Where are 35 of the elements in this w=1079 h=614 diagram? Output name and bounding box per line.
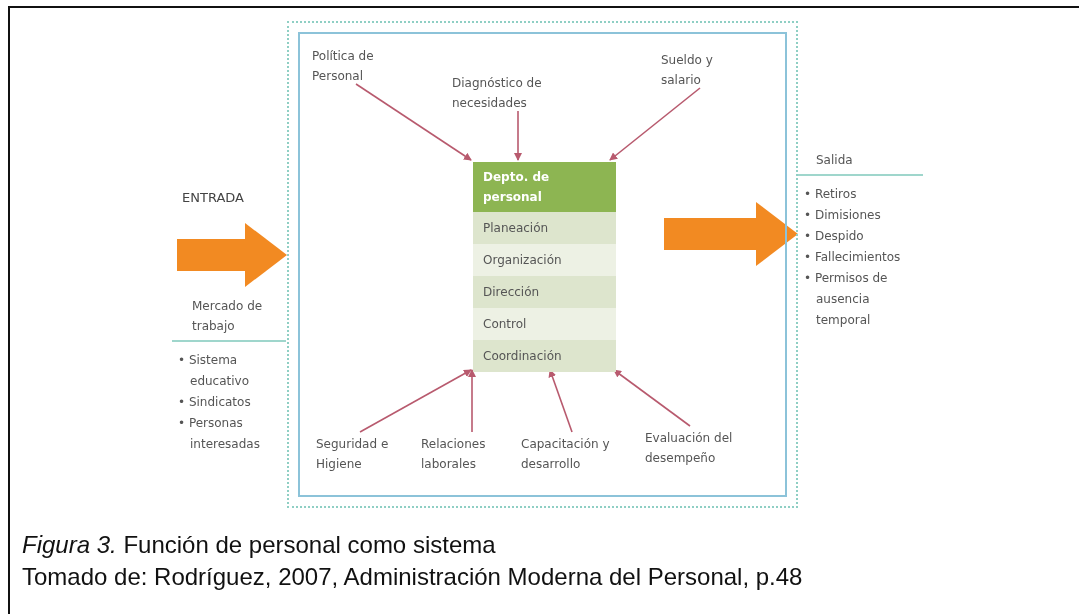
list-item: • Personas interesadas <box>178 415 261 453</box>
node-label: Sueldo y salario <box>661 52 714 89</box>
list-item: • Sistema educativo <box>178 352 251 390</box>
list-item: • Dimisiones <box>804 207 882 224</box>
function-row: Organización <box>473 244 616 276</box>
source-note: Tomado de: Rodríguez, 2007, Administración Moderna del Personal, p.48 <box>22 562 803 592</box>
block-arrow <box>177 223 287 287</box>
arrow <box>468 369 476 433</box>
node-label: Diagnóstico de necesidades <box>452 75 543 112</box>
node-label: Capacitación y desarrollo <box>521 436 611 473</box>
arrow <box>514 110 522 161</box>
arrow <box>609 87 701 161</box>
function-row: Coordinación <box>473 340 616 372</box>
system-boundary <box>287 21 798 508</box>
list-item: • Retiros <box>804 186 858 203</box>
department-header: Depto. de personal <box>473 162 616 212</box>
function-row: Dirección <box>473 276 616 308</box>
node-label: Evaluación del desempeño <box>645 430 734 467</box>
figure-caption: Figura 3. Función de personal como sistema <box>22 530 496 560</box>
list-item: • Despido <box>804 228 865 245</box>
block-arrow <box>664 202 798 266</box>
section-heading: Mercado de trabajo <box>172 296 286 342</box>
edge-label: ENTRADA <box>182 190 244 205</box>
arrow <box>613 369 691 427</box>
function-row: Planeación <box>473 212 616 244</box>
function-row: Control <box>473 308 616 340</box>
list-item: • Sindicatos <box>178 394 252 411</box>
list-item: • Fallecimientos <box>804 249 902 266</box>
arrow <box>359 369 472 433</box>
node-label: Política de Personal <box>312 48 375 85</box>
arrow <box>355 83 472 161</box>
node-label: Seguridad e Higiene <box>316 436 390 473</box>
node-label: Relaciones laborales <box>421 436 487 473</box>
list-item: • Permisos de ausencia temporal <box>804 270 889 329</box>
section-heading: Salida <box>798 150 923 176</box>
